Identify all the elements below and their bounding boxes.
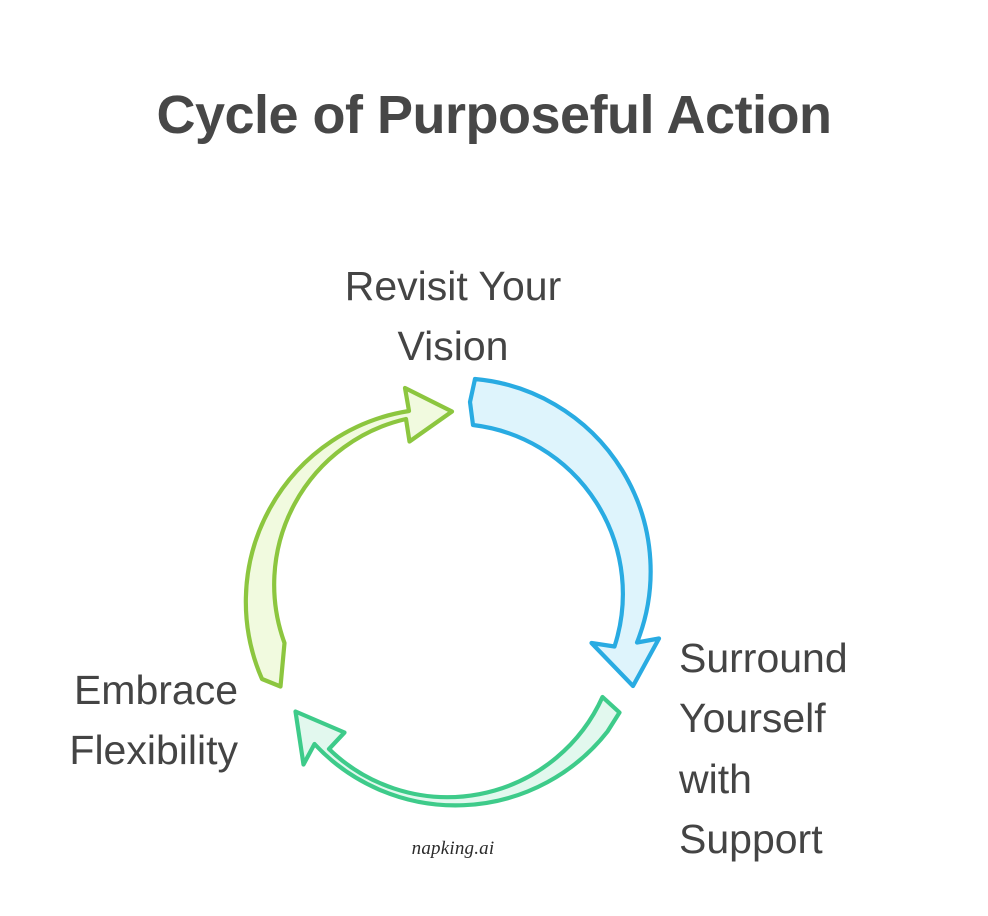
arrow-green xyxy=(293,694,622,808)
watermark: napking.ai xyxy=(411,838,495,859)
node-label-embrace-flexibility: Embrace Flexibility xyxy=(69,667,238,774)
page-title: Cycle of Purposeful Action xyxy=(156,85,832,145)
arrow-lime xyxy=(243,385,455,689)
arrow-blue xyxy=(467,376,662,689)
node-label-surround-yourself-with-support: Surround Yourself with Support xyxy=(679,635,848,862)
node-label-revisit-your-vision: Revisit Your Vision xyxy=(344,263,562,370)
